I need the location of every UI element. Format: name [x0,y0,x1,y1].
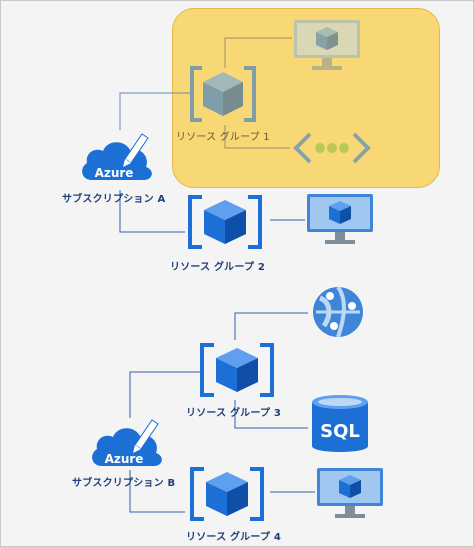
resource-sql-3: SQL [308,392,372,460]
resource-webapp-3 [308,284,368,344]
virtual-machine-icon [294,20,360,70]
virtual-machine-icon [307,194,373,244]
azure-cloud-text: Azure [95,166,134,180]
resource-vm-2 [305,192,375,252]
resource-group-1-label: リソース グループ 1 [176,132,270,143]
subscription-b-label: サブスクリプション B [72,478,176,489]
resource-vm-4 [315,466,385,526]
resource-group-icon [200,343,274,397]
subscription-b: Azure [88,412,170,478]
resource-group-1 [186,62,260,130]
resource-group-3 [196,340,278,404]
resource-group-icon [190,66,256,122]
resource-group-4 [186,464,268,528]
azure-cloud-text: Azure [105,452,144,466]
web-app-icon [313,285,363,338]
resource-group-4-label: リソース グループ 4 [186,532,282,543]
sql-database-icon: SQL [312,395,368,452]
sql-icon-text: SQL [320,421,360,442]
api-management-icon [293,132,371,164]
azure-cloud-icon: Azure [82,133,152,180]
resource-group-2-label: リソース グループ 2 [170,262,266,273]
subscription-a: Azure [78,126,160,192]
resource-group-3-label: リソース グループ 3 [186,408,282,419]
subscription-a-label: サブスクリプション A [62,194,166,205]
resource-api-1 [292,128,372,172]
resource-group-icon [188,195,262,249]
virtual-machine-icon [317,468,383,518]
azure-cloud-icon: Azure [92,419,162,466]
resource-group-icon [190,467,264,521]
resource-vm-1 [292,18,362,78]
resource-group-2 [184,192,266,256]
